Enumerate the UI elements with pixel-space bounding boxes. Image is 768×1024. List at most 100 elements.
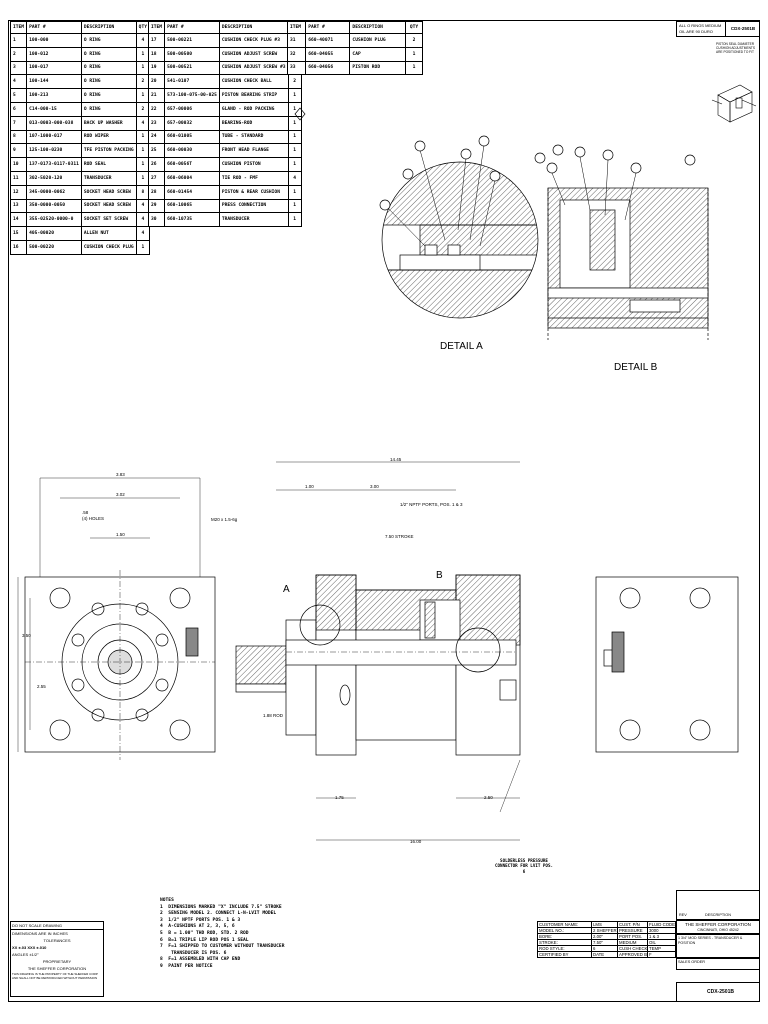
- dim-1445: 14.45: [390, 457, 402, 462]
- company-name-small: THE SHEFFER CORPORATION: [27, 966, 87, 971]
- note-line: 6 B=1 TRIPLE LIP ROD POS 1 SEAL: [160, 937, 249, 943]
- dim-holes: (4) HOLES: [82, 516, 104, 521]
- tolerance-values: XX ±.03 XXX ±.010: [12, 945, 47, 950]
- col-desc: DESCRIPTION: [218, 21, 289, 34]
- note-line: 2 SENSING MODEL 2. CONNECT L-N-LVIT MODE…: [160, 911, 277, 917]
- company-city: CINCINNATI, OHIO 45242: [697, 928, 739, 932]
- note-line-1: ALL O RINGS MEDIUM: [679, 23, 722, 28]
- side-view-cylinder: [235, 461, 521, 841]
- col-desc: DESCRIPTION: [80, 21, 137, 34]
- proprietary-text: THIS DRAWING IS THE PROPERTY OF THE SHEF…: [12, 972, 98, 980]
- section-a-label: A: [283, 584, 290, 595]
- note-line: 4 A-CUSHIONS AT 2, 3, 5, 6: [160, 924, 235, 930]
- note-line: 5 B = 1.00" THD ROD, STD. 2 ROD: [160, 930, 249, 936]
- note-line: TRANSDUCER IS POS. 6: [160, 950, 227, 956]
- col-item: ITEM: [147, 21, 166, 34]
- col-part: PART #: [305, 21, 351, 34]
- cell-qty: 1: [287, 198, 302, 214]
- drawing-number-block: CDX-2501B: [676, 982, 760, 1002]
- note-line-2: OIL ARE 90 DURO: [679, 29, 713, 34]
- dim-rod: 1.88 ROD: [263, 713, 284, 718]
- col-part: PART #: [26, 21, 82, 34]
- cell-qty: 1: [135, 239, 150, 255]
- table-header-row: ITEM PART # DESCRIPTION QTY: [9, 21, 150, 34]
- dim-255: 2.55: [37, 684, 46, 689]
- dim-1600: 16.00: [410, 839, 422, 844]
- rear-end-view: [595, 576, 739, 753]
- detail-b: [534, 144, 709, 340]
- col-qty: QTY: [404, 21, 424, 34]
- no-scale-note: DO NOT SCALE DRAWING: [11, 922, 103, 930]
- units-note: DIMENSIONS ARE IN INCHES: [12, 931, 68, 936]
- detail-b-label: DETAIL B: [614, 362, 658, 373]
- cell-part: 500-00220: [26, 239, 82, 255]
- company-block: THE SHEFFER CORPORATION CINCINNATI, OHIO…: [676, 920, 760, 934]
- dim-300: 3.00: [370, 484, 379, 489]
- note-line: 9 PAINT PER NOTICE: [160, 963, 213, 969]
- detail-a-label: DETAIL A: [440, 341, 483, 352]
- dimension-labels: 3.83 3.02 1.50 .58 (4) HOLES 3.50 2.55 1…: [22, 457, 493, 844]
- cell-part: 660-04056: [305, 60, 351, 76]
- cell-qty: 1: [287, 212, 302, 228]
- top-right-header: ALL O RINGS MEDIUM OIL ARE 90 DURO CDX-2…: [676, 21, 760, 37]
- cell-part: 500-00521: [164, 60, 220, 76]
- section-b-label: B: [436, 570, 443, 581]
- note-line: NOTES: [160, 898, 174, 903]
- drawing-number: CDX-2501B: [707, 989, 734, 995]
- cell-part: C14-000-15: [26, 101, 82, 117]
- small-note: PISTON SEAL DIAMETER CUSHION ADJUSTMENTS…: [716, 42, 755, 54]
- angle-tolerance: ANGLES ±1/2°: [12, 952, 39, 957]
- cell-item: 11: [9, 170, 28, 186]
- note-line: 8 F=1 ASSEMBLED WITH CAP END: [160, 957, 241, 963]
- cell-part: 660-10735: [164, 212, 220, 228]
- dim-350: 3.50: [22, 633, 31, 638]
- dim-100: 1.00: [305, 484, 314, 489]
- col-item: ITEM: [9, 21, 28, 34]
- cell-item: 18: [147, 46, 166, 62]
- note-line: 7 F=1 SHIPPED TO CUSTOMER WITHOUT TRANSD…: [160, 944, 285, 950]
- detail-a: [379, 135, 539, 319]
- sales-order-block: SALES ORDER: [676, 958, 760, 970]
- certified-label: CERTIFIED BY: [537, 951, 592, 958]
- bom-table-2: ITEM PART # DESCRIPTION QTY 17500-00221C…: [147, 21, 302, 228]
- description-label: DESCRIPTION: [705, 913, 731, 917]
- cell-item: 1: [9, 33, 28, 48]
- revision-block: REV DESCRIPTION: [676, 890, 760, 920]
- dim-383: 3.83: [116, 472, 125, 477]
- proprietary-label: PROPRIETARY: [42, 959, 72, 964]
- front-end-view: [17, 477, 216, 760]
- cell-item: 30: [147, 212, 166, 228]
- spec-text: 1 3/4" MOD SERIES - TRANSDUCER & POSITIO…: [678, 936, 743, 945]
- top-dwg-number: CDX-2501B: [725, 22, 760, 36]
- dim-250: 2.50: [484, 795, 493, 800]
- cell-item: 16: [9, 239, 28, 255]
- company-name: THE SHEFFER CORPORATION: [685, 922, 751, 927]
- cell-part: 013-0003-000-038: [26, 115, 82, 131]
- cell-qty: 2: [404, 33, 424, 48]
- cell-qty: 1: [404, 60, 424, 76]
- cell-desc: TRANSDUCER: [218, 212, 289, 228]
- connector-note: SOLDERLESS PRESSURE CONNECTOR FOR LVIT P…: [495, 858, 553, 874]
- dim-302: 3.02: [116, 492, 125, 497]
- revision-marker: [294, 107, 306, 121]
- table-header-row: ITEM PART # DESCRIPTION QTY: [286, 21, 424, 34]
- note-line: 1 DIMENSIONS MARKED "X" INCLUDE 7.5" STR…: [160, 904, 282, 910]
- port-note: 1/2" NPTF PORTS, POS. 1 & 3: [400, 502, 463, 507]
- cell-qty: 1: [287, 129, 302, 145]
